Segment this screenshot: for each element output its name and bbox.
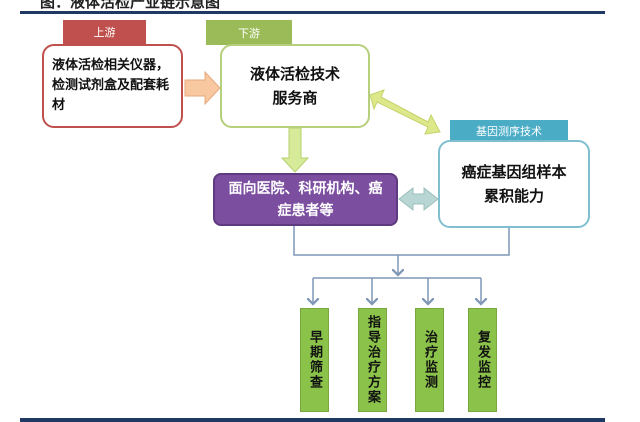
downstream-box: 液体活检技术服务商	[220, 44, 370, 128]
sequencing-tag: 基因测序技术	[450, 120, 568, 141]
application-early-screening: 早期筛查	[300, 308, 329, 412]
downstream-text: 液体活检技术服务商	[249, 65, 340, 107]
figure-title: 图：液体活检产业链示意图	[40, 0, 221, 11]
upstream-to-downstream-arrow	[184, 70, 221, 106]
downstream-sequencing-double-arrow	[369, 89, 441, 135]
upstream-box: 液体活检相关仪器，检测试剂盒及配套耗材	[42, 44, 183, 128]
application-recurrence-monitoring: 复发监控	[468, 308, 497, 412]
bottom-rule	[20, 418, 605, 422]
application-treatment-monitoring: 治疗监测	[415, 308, 444, 412]
upstream-text: 液体活检相关仪器，检测试剂盒及配套耗材	[52, 58, 170, 113]
downstream-tag: 下游	[206, 20, 292, 45]
customers-sequencing-double-arrow	[398, 186, 439, 212]
sequencing-box: 癌症基因组样本累积能力	[438, 140, 590, 228]
sequencing-text: 癌症基因组样本累积能力	[461, 163, 567, 205]
downstream-to-customers-arrow	[280, 127, 310, 173]
upstream-tag: 上游	[63, 20, 146, 44]
application-treatment-guidance: 指导治疗方案	[358, 308, 387, 412]
customers-text: 面向医院、科研机构、癌症患者等	[228, 180, 383, 219]
top-rule	[20, 11, 605, 14]
customers-box: 面向医院、科研机构、癌症患者等	[213, 173, 398, 226]
